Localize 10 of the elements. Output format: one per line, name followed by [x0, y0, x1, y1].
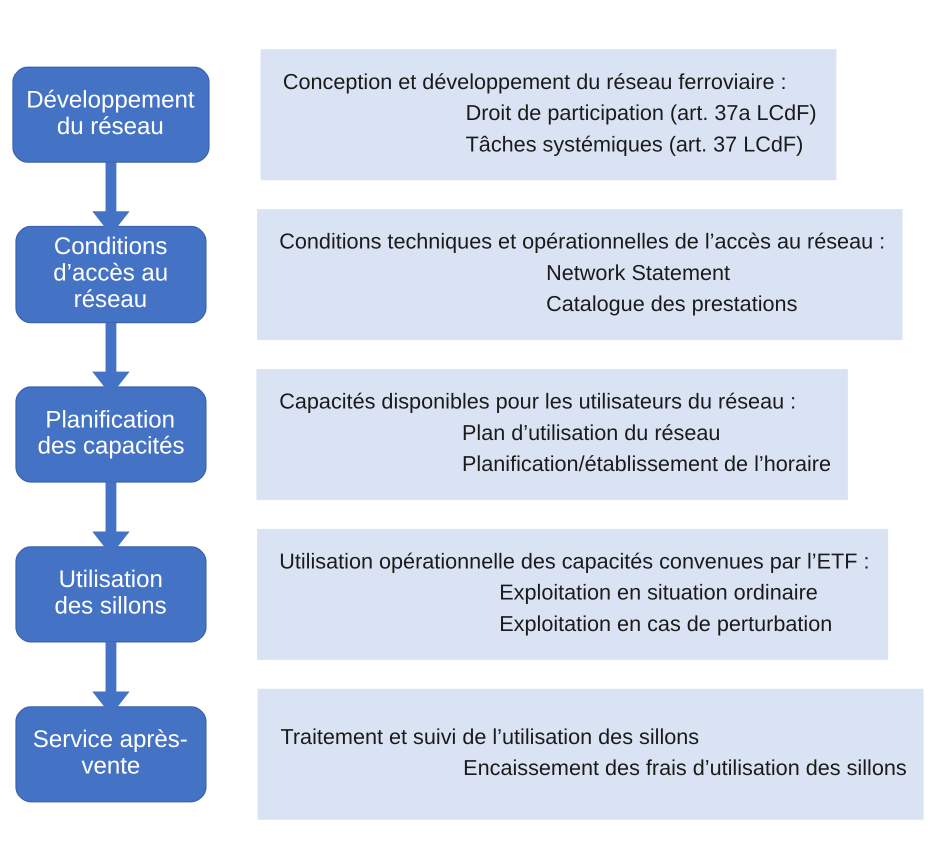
node-box: Développement du réseau	[12, 66, 210, 162]
node-box: Planification des capacités	[15, 386, 207, 482]
node-box: Service après-vente	[15, 706, 207, 802]
node-box: Conditions techniques et opérationnelles de l’accès au réseau : Network Statement Catalogue des prestations	[257, 208, 903, 340]
node-box: Utilisation opérationnelle des capacités convenues par l’ETF : Exploitation en situation ordinaire Exploitation en cas de perturbation	[257, 528, 888, 660]
node-box: Conditions d’accès au réseau	[15, 225, 207, 323]
node-box: Traitement et suivi de l’utilisation des sillons Encaissement des frais d’utilisation des sillons	[258, 688, 924, 820]
node-box: Conception et développement du réseau ferroviaire : Droit de participation (art. 37a LCdF) Tâches systémiques (art. 37 LCdF)	[260, 48, 836, 180]
node-box: Utilisation des sillons	[15, 546, 207, 642]
node-box: Capacités disponibles pour les utilisateurs du réseau : Plan d’utilisation du réseau Planification/établissement de l’horaire	[256, 368, 848, 500]
